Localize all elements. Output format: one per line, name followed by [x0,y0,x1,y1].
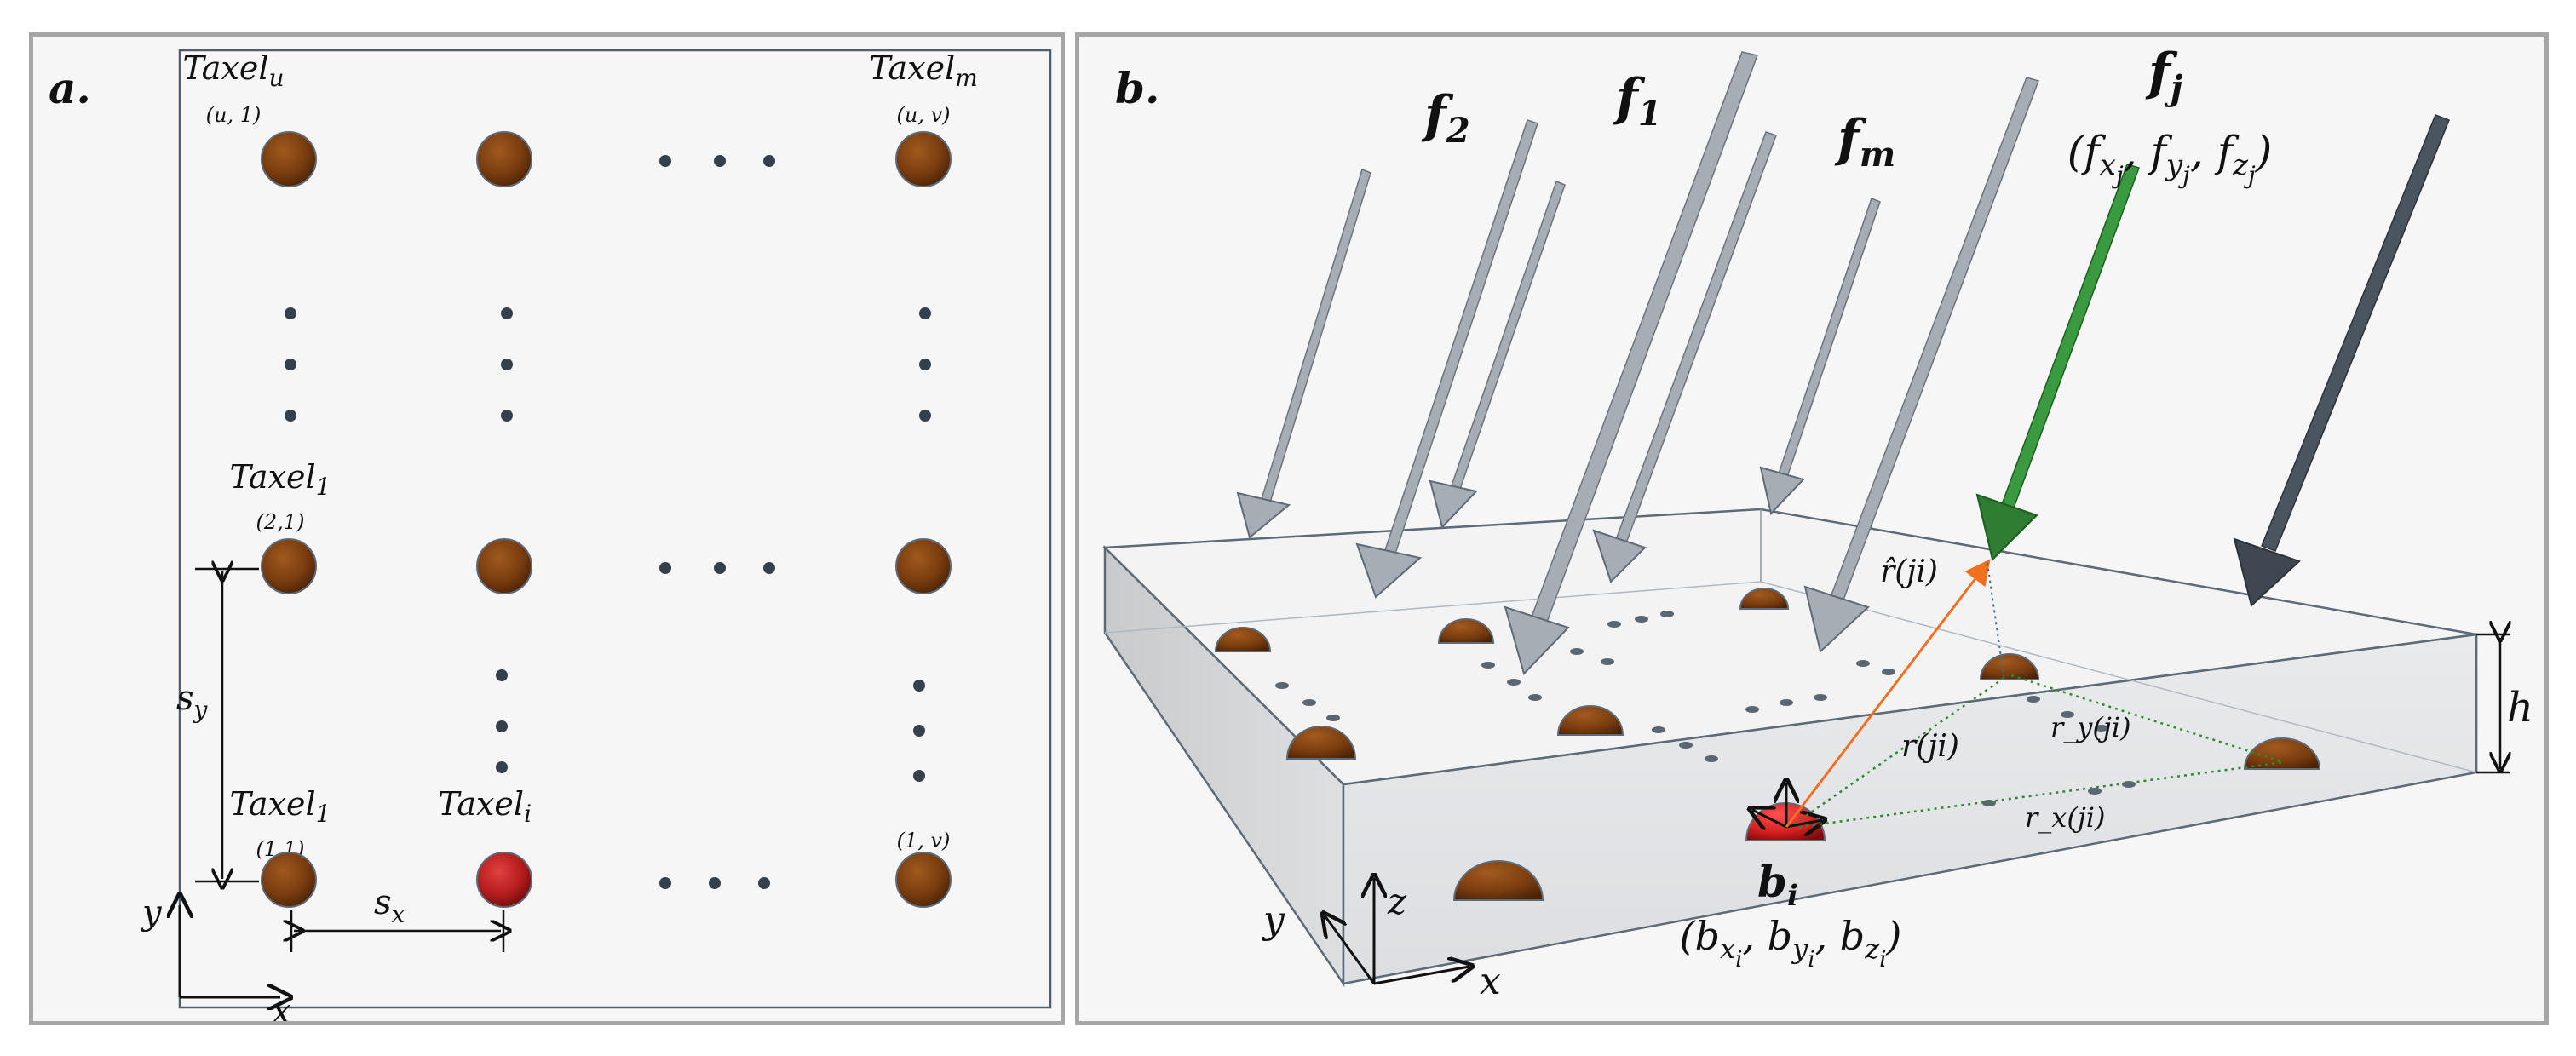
force-arrow [1429,181,1566,529]
label-taxel-top-right-index: (u, v) [897,103,951,127]
panel-a: a. Taxelu (u, 1) Taxelm (u, v) Taxel1 (2… [29,32,1065,1025]
taxel [261,131,317,187]
panel-b: b. [1075,32,2549,1025]
sensor-frame [178,49,1052,1009]
fm-label: fm [1834,109,1895,175]
sx-dimension [291,910,503,952]
force-arrow [1592,131,1777,583]
panel-b-label: b. [1115,63,1159,113]
active-taxel-i [476,852,532,908]
taxel [895,131,952,187]
ry-label: r_y(ji) [2050,711,2131,743]
slab-taxels [1214,588,2321,901]
taxel-hemisphere [1437,618,1495,644]
x-axis-label: x [272,992,291,1021]
force-arrow-fm [1803,77,2039,653]
taxel-row-bottom [261,852,952,908]
rx-label: r_x(ji) [2025,801,2105,834]
taxel [261,538,317,594]
taxel-hemisphere [1979,653,2040,680]
taxel-row-middle [261,538,952,594]
f2-label: f2 [1421,85,1470,151]
panel-a-label: a. [49,63,91,113]
force-arrow-dark [2233,114,2450,607]
sy-label: sy [176,679,209,724]
label-taxel-i: Taxeli [438,785,532,828]
label-taxel-mid-left: Taxel1 [230,458,331,501]
slab-ellipsis-dots [1275,611,2136,806]
taxel [476,131,532,187]
label-taxel-top-left: Taxelu [182,49,284,92]
force-arrows [1236,51,2450,675]
bi-components: (bxi, byi, bzi) [1680,913,1902,973]
x-axis-label-b: x [1480,960,1501,1003]
taxel-hemisphere [2243,737,2321,770]
fj-components: (fxj, fyj, fzj) [2067,127,2273,189]
fj-label: fj [2145,43,2183,108]
force-arrow-f2 [1355,119,1538,599]
label-taxel-bottom-right-index: (1, v) [897,829,951,852]
r-hat-label: r̂(ji) [1880,554,1938,589]
taxel-grid-diagram: a. Taxelu (u, 1) Taxelm (u, v) Taxel1 (2… [49,49,1052,1021]
y-axis-label-b: y [1262,898,1285,942]
force-arrow-fj [1975,164,2140,561]
taxel [895,852,952,908]
label-taxel-bottom-left: Taxel1 [230,785,331,828]
taxel-row-top [261,131,952,187]
elastomer-slab [1102,508,2478,988]
force-arrow-f1 [1504,51,1759,675]
r-label: r(ji) [1901,729,1959,764]
r-vector [1794,674,2009,825]
force-arrow [1236,169,1371,539]
force-arrow [1759,198,1881,516]
label-taxel-top-right: Taxelm [869,49,978,92]
taxel-hemisphere [1739,588,1790,610]
r-hat-vector [1785,559,1991,828]
force-vector-diagram: b. [1102,43,2533,1003]
taxel [261,852,317,908]
label-taxel-mid-left-index: (2,1) [256,510,305,534]
h-label: h [2507,684,2533,732]
ellipsis-dots [285,155,931,889]
bi-label: bi [1757,857,1798,913]
taxel-hemisphere [1452,860,1544,901]
sx-label: sx [374,883,405,928]
bi-local-axes [1752,783,1822,827]
taxel-hemisphere [1285,726,1357,760]
z-axis-label: z [1387,881,1407,922]
projection-line [1987,562,2005,681]
sy-dimension [195,569,259,881]
taxel [476,538,532,594]
y-axis-label: y [141,893,163,933]
taxel-hemisphere [1556,705,1624,736]
h-dimension [2476,634,2510,774]
label-taxel-top-left-index: (u, 1) [206,103,262,127]
xyz-axes [1325,878,1469,985]
taxel [895,538,952,594]
taxel-hemisphere [1214,627,1272,652]
f1-label: f1 [1613,68,1662,134]
xy-axes [180,905,280,997]
